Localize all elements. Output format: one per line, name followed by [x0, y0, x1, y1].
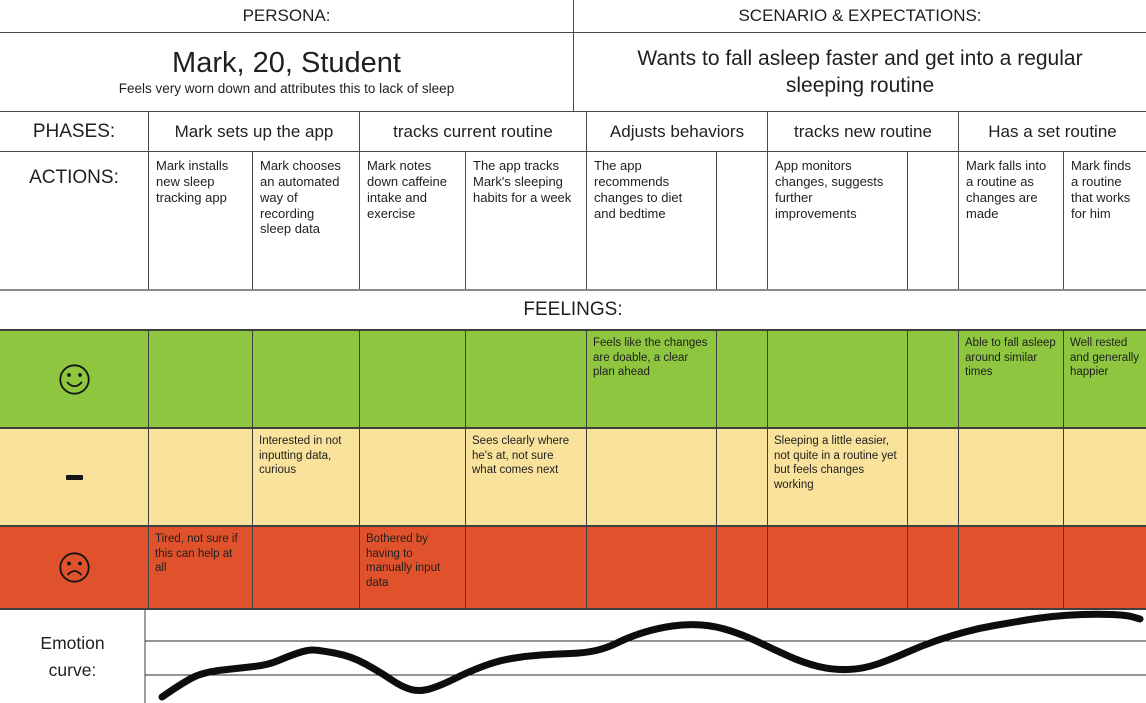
- phase-1: Mark sets up the app: [149, 112, 360, 151]
- phases-label: PHASES:: [0, 112, 149, 151]
- feeling-cell: [717, 429, 768, 525]
- phase-5: Has a set routine: [988, 121, 1117, 141]
- info-band: Mark, 20, Student Feels very worn down a…: [0, 33, 1146, 112]
- positive-mood-cell: [0, 331, 149, 427]
- action-cell-10: Mark finds a routine that works for him: [1071, 158, 1131, 221]
- minus-icon: [65, 474, 83, 480]
- feeling-cell: [253, 331, 360, 427]
- feeling-cell: Well rested and generally happier: [1070, 337, 1140, 379]
- feeling-cell: [717, 527, 768, 608]
- feeling-cell: Interested in not inputting data, curiou…: [253, 429, 360, 525]
- scenario-section: Wants to fall asleep faster and get into…: [574, 33, 1146, 111]
- feeling-cell: Sleeping a little easier, not quite in a…: [768, 429, 908, 525]
- persona-header: PERSONA:: [0, 0, 574, 32]
- feeling-cell: [466, 331, 587, 427]
- phases-band: PHASES: Mark sets up the app tracks curr…: [0, 112, 1146, 152]
- action-cell-1: Mark installs new sleep tracking app: [149, 152, 253, 289]
- feeling-cell: [768, 527, 908, 608]
- feeling-cell: [149, 429, 253, 525]
- feelings-positive-row: Feels like the changes are doable, a cle…: [0, 331, 1146, 429]
- feelings-neutral-row: Interested in not inputting data, curiou…: [0, 429, 1146, 527]
- persona-subtitle: Feels very worn down and attributes this…: [118, 81, 455, 97]
- persona-section: Mark, 20, Student Feels very worn down a…: [0, 33, 574, 111]
- actions-band: ACTIONS: Mark installs new sleep trackin…: [0, 152, 1146, 291]
- feeling-cell: [717, 331, 768, 427]
- action-cell-5: The app recommends changes to diet and b…: [587, 152, 717, 289]
- action-cell-3: Mark notes down caffeine intake and exer…: [360, 152, 466, 289]
- feelings-header: FEELINGS:: [0, 291, 1146, 331]
- feeling-cell: Feels like the changes are doable, a cle…: [587, 331, 717, 427]
- negative-mood-cell: [0, 527, 149, 608]
- feeling-cell: Able to fall asleep around similar times: [959, 331, 1064, 427]
- scenario-header: SCENARIO & EXPECTATIONS:: [738, 6, 982, 25]
- sad-face-icon: [58, 552, 90, 583]
- feeling-cell: [587, 527, 717, 608]
- feeling-cell: [1064, 429, 1146, 525]
- feeling-cell: [360, 331, 466, 427]
- scenario-text: Wants to fall asleep faster and get into…: [637, 46, 1083, 97]
- emotion-curve-path: [158, 610, 1144, 701]
- feeling-cell: Tired, not sure if this can help at all: [149, 527, 253, 608]
- header-band: PERSONA: SCENARIO & EXPECTATIONS:: [0, 0, 1146, 33]
- emotion-curve-label: Emotion curve:: [40, 633, 105, 680]
- feeling-cell: [587, 429, 717, 525]
- phase-2: tracks current routine: [360, 112, 587, 151]
- emotion-curve-section: Emotion curve:: [0, 610, 1146, 703]
- feeling-cell: [908, 331, 959, 427]
- feeling-cell: [466, 527, 587, 608]
- feeling-cell: [959, 527, 1064, 608]
- feeling-cell: [149, 331, 253, 427]
- feeling-cell: [908, 527, 959, 608]
- feeling-cell: [360, 429, 466, 525]
- action-cell-8: [908, 152, 959, 289]
- phase-4: tracks new routine: [768, 112, 959, 151]
- feeling-cell: [768, 331, 908, 427]
- emotion-curve-chart: [144, 610, 1146, 703]
- action-cell-6: [717, 152, 768, 289]
- feeling-cell: [253, 527, 360, 608]
- feeling-cell: Bothered by having to manually input dat…: [360, 527, 466, 608]
- action-cell-9: Mark falls into a routine as changes are…: [959, 152, 1064, 289]
- action-cell-2: Mark chooses an automated way of recordi…: [253, 152, 360, 289]
- actions-label: ACTIONS:: [0, 152, 149, 289]
- persona-name: Mark, 20, Student: [172, 46, 401, 79]
- neutral-mood-cell: [0, 429, 149, 525]
- feeling-cell: [959, 429, 1064, 525]
- smiley-face-icon: [58, 363, 90, 395]
- feeling-cell: [908, 429, 959, 525]
- action-cell-4: The app tracks Mark's sleeping habits fo…: [466, 152, 587, 289]
- feeling-cell: Sees clearly where he's at, not sure wha…: [466, 429, 587, 525]
- feeling-cell: [1064, 527, 1146, 608]
- action-cell-7: App monitors changes, suggests further i…: [768, 152, 908, 289]
- feelings-negative-row: Tired, not sure if this can help at all …: [0, 527, 1146, 610]
- phase-3: Adjusts behaviors: [587, 112, 768, 151]
